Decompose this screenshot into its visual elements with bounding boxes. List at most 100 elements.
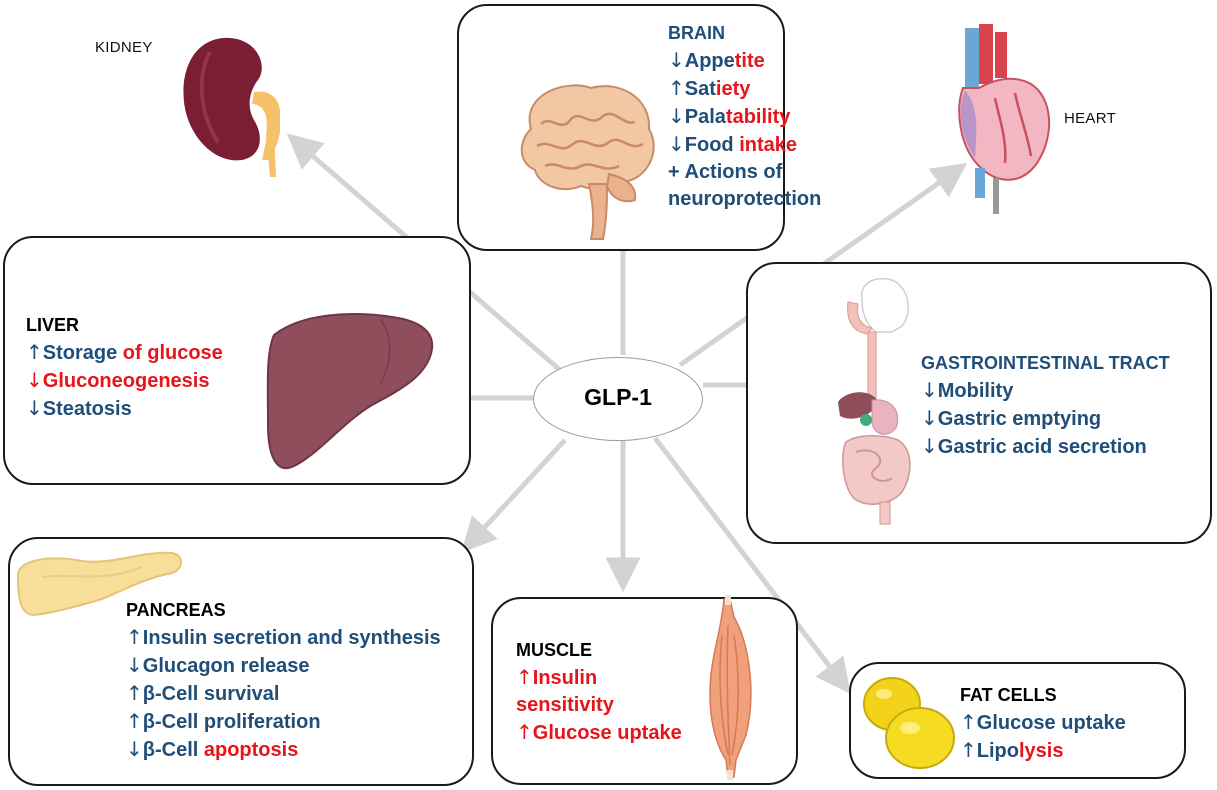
pancreas-lines: ↑Insulin secretion and synthesis↓Glucago… [126, 624, 441, 764]
arrow-glyph: ↓ [668, 132, 685, 156]
pancreas-line: ↓Glucagon release [126, 652, 441, 680]
brain-line: ↓Palatability [668, 103, 821, 131]
muscle-line: sensitivity [516, 692, 682, 719]
muscle-line-text: Insulin [532, 667, 598, 689]
brain-line-text: neuroprotection [668, 188, 822, 210]
liver-line-text: Storage [42, 342, 123, 364]
fat-line-text: Glucose uptake [976, 712, 1126, 734]
gi-box [746, 262, 1212, 544]
brain-line: ↓Food intake [668, 131, 821, 159]
brain-line-text: intake [739, 134, 798, 156]
pancreas-line: ↑β-Cell proliferation [126, 708, 441, 736]
arrow-to-fat-cells [653, 436, 851, 694]
gi-line: ↓Gastric acid secretion [921, 433, 1170, 461]
gi-line-text: Gastric acid secretion [937, 436, 1147, 458]
fat-line: ↑Lipolysis [960, 737, 1126, 765]
brain-line-text: Food [684, 134, 740, 156]
arrow-glyph: ↑ [26, 340, 43, 364]
liver-text: LIVER ↑Storage of glucose↓Gluconeogenesi… [26, 312, 223, 423]
arrow-glyph: ↓ [26, 368, 43, 392]
arrow-glyph: ↑ [126, 709, 143, 733]
brain-line: ↑Satiety [668, 75, 821, 103]
liver-title: LIVER [26, 315, 80, 335]
brain-icon [520, 84, 655, 240]
arrow-glyph: ↓ [126, 653, 143, 677]
digestive-system-icon [838, 277, 911, 525]
heart-label: HEART [1064, 110, 1117, 127]
pancreas-line: ↑Insulin secretion and synthesis [126, 624, 441, 652]
pancreas-line: ↑β-Cell survival [126, 680, 441, 708]
fat-line-text: Lipo [976, 740, 1019, 762]
arrow-glyph: ↑ [126, 625, 143, 649]
brain-line: + Actions of [668, 159, 821, 186]
muscle-box [491, 597, 798, 785]
arrow-to-pancreas [461, 438, 567, 553]
fat-line: ↑Glucose uptake [960, 709, 1126, 737]
arrow-glyph: ↓ [921, 378, 938, 402]
liver-line: ↑Storage of glucose [26, 339, 223, 367]
kidney-label: KIDNEY [95, 39, 153, 56]
gi-text: GASTROINTESTINAL TRACT ↓Mobility↓Gastric… [921, 350, 1170, 461]
brain-line-text: tite [734, 50, 765, 72]
brain-line-text: + Actions of [668, 161, 783, 183]
pancreas-text: PANCREAS ↑Insulin secretion and synthesi… [126, 597, 441, 764]
muscle-line: ↑Insulin [516, 664, 682, 692]
liver-line-text: Steatosis [42, 398, 132, 420]
liver-icon [266, 313, 434, 470]
glp1-label: GLP-1 [584, 384, 652, 410]
fat-cells-lines: ↑Glucose uptake↑Lipolysis [960, 709, 1126, 765]
fat-line-text: lysis [1018, 740, 1064, 762]
liver-line-text: of glucose [122, 342, 223, 364]
muscle-line: ↑Glucose uptake [516, 719, 682, 747]
brain-line: ↓Appetite [668, 47, 821, 75]
gi-line-text: Mobility [937, 380, 1014, 402]
liver-line: ↓Gluconeogenesis [26, 367, 223, 395]
liver-line-text: Gluconeogenesis [42, 370, 210, 392]
arrow-glyph: ↓ [921, 434, 938, 458]
gi-line: ↓Gastric emptying [921, 405, 1170, 433]
heart-icon [958, 24, 1050, 214]
pancreas-line-text: β-Cell survival [142, 683, 280, 705]
pancreas-line-text: β-Cell [142, 739, 204, 761]
arrow-glyph: ↑ [960, 738, 977, 762]
kidney-icon [183, 37, 280, 177]
arrow-glyph: ↑ [126, 681, 143, 705]
pancreas-line-text: Glucagon release [142, 655, 310, 677]
brain-line-text: Appe [684, 50, 735, 72]
gi-lines: ↓Mobility↓Gastric emptying↓Gastric acid … [921, 377, 1170, 461]
fat-cells-text: FAT CELLS ↑Glucose uptake↑Lipolysis [960, 682, 1126, 765]
fat-cells-icon [863, 677, 955, 769]
arrow-glyph: ↓ [668, 104, 685, 128]
muscle-line-text: sensitivity [516, 694, 614, 716]
arrow-glyph: ↑ [516, 665, 533, 689]
gi-line: ↓Mobility [921, 377, 1170, 405]
liver-line: ↓Steatosis [26, 395, 223, 423]
gi-line-text: Gastric emptying [937, 408, 1102, 430]
brain-line: neuroprotection [668, 186, 821, 213]
brain-line-text: tability [725, 106, 791, 128]
muscle-title: MUSCLE [516, 640, 592, 660]
brain-line-text: iety [715, 78, 751, 100]
muscle-icon [709, 595, 752, 780]
brain-text: BRAIN ↓Appetite↑Satiety↓Palatability↓Foo… [668, 20, 821, 213]
pancreas-line: ↓β-Cell apoptosis [126, 736, 441, 764]
arrow-glyph: ↑ [516, 720, 533, 744]
pancreas-line-text: β-Cell proliferation [142, 711, 321, 733]
muscle-line-text: Glucose uptake [532, 722, 682, 744]
arrow-glyph: ↑ [668, 76, 685, 100]
fat-cells-title: FAT CELLS [960, 685, 1057, 705]
arrow-glyph: ↓ [921, 406, 938, 430]
brain-lines: ↓Appetite↑Satiety↓Palatability↓Food inta… [668, 47, 821, 213]
arrow-glyph: ↓ [126, 737, 143, 761]
gi-title: GASTROINTESTINAL TRACT [921, 353, 1170, 373]
brain-title: BRAIN [668, 23, 725, 43]
arrow-glyph: ↑ [960, 710, 977, 734]
arrow-glyph: ↓ [668, 48, 685, 72]
arrow-glyph: ↓ [26, 396, 43, 420]
brain-line-text: Sat [684, 78, 716, 100]
pancreas-title: PANCREAS [126, 600, 226, 620]
brain-line-text: Pala [684, 106, 726, 128]
pancreas-line-text: Insulin secretion and synthesis [142, 627, 441, 649]
